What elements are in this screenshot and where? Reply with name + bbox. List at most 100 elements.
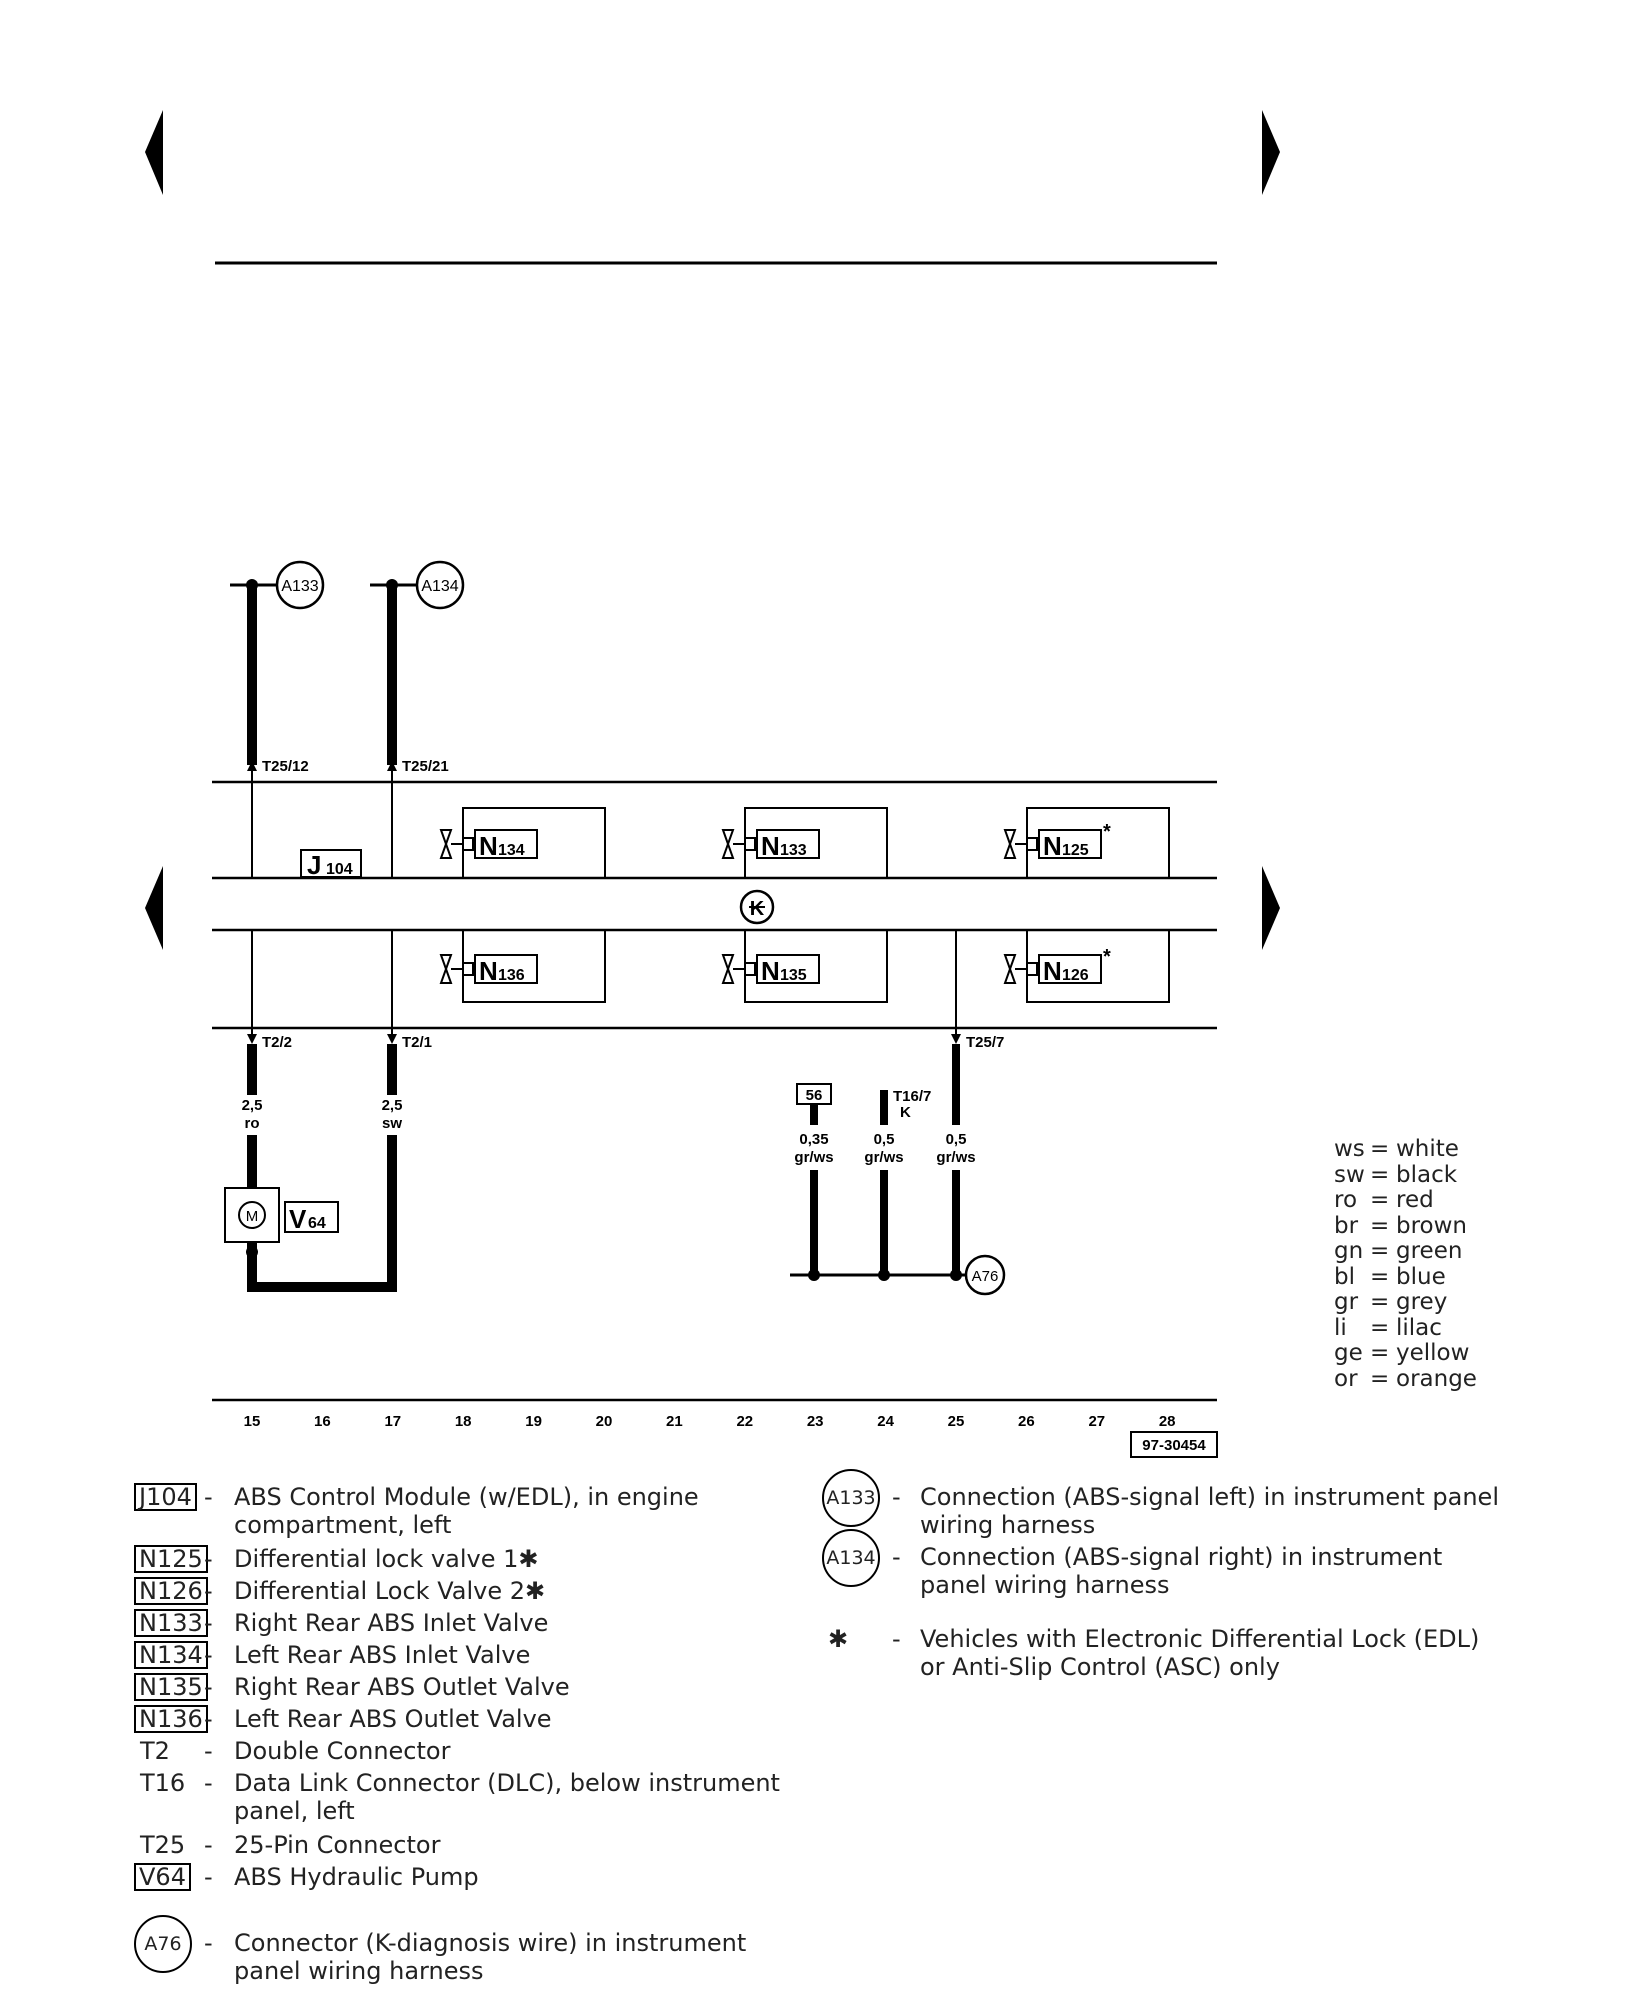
component-dash: -	[204, 1577, 213, 1605]
connection-dash: -	[892, 1625, 901, 1653]
component-item: N134-Left Rear ABS Inlet Valve	[134, 1641, 834, 1701]
v64-sub: 64	[308, 1215, 326, 1232]
n134-code: N	[479, 831, 498, 861]
connection-a133-label: A133	[281, 578, 318, 595]
column-number: 27	[1088, 1413, 1105, 1430]
component-item: T16-Data Link Connector (DLC), below ins…	[134, 1769, 834, 1829]
component-desc: Left Rear ABS Inlet Valve	[234, 1641, 531, 1669]
component-desc: Differential Lock Valve 2✱	[234, 1577, 546, 1605]
legend-abbr: br	[1334, 1212, 1359, 1239]
pin-t2-1: T2/1	[402, 1034, 432, 1051]
component-code: N135	[134, 1673, 208, 1701]
legend-name: red	[1396, 1187, 1434, 1213]
legend-name: brown	[1396, 1212, 1468, 1239]
legend-eq: =	[1370, 1314, 1390, 1341]
n133-sub: 133	[780, 842, 807, 859]
column-number: 17	[384, 1413, 401, 1430]
pin-t2-2: T2/2	[262, 1034, 292, 1051]
legend-name: yellow	[1396, 1340, 1470, 1366]
legend-eq: =	[1370, 1212, 1390, 1239]
component-desc: ABS Control Module (w/EDL), in engine co…	[234, 1483, 699, 1539]
connection-desc: Vehicles with Electronic Differential Lo…	[920, 1625, 1480, 1681]
legend-abbr: ge	[1334, 1340, 1363, 1366]
connection-list: A133-Connection (ABS-signal left) in ins…	[822, 1469, 1522, 1700]
wire-5-size: 0,5	[946, 1131, 967, 1148]
component-desc: Differential lock valve 1✱	[234, 1545, 539, 1573]
column-number: 28	[1159, 1413, 1176, 1430]
n125-star: *	[1103, 821, 1111, 843]
column-number: 24	[877, 1413, 894, 1430]
legend-row: ws=white	[1334, 1137, 1494, 1162]
component-code: N125	[134, 1545, 208, 1573]
wire-5-color: gr/ws	[936, 1149, 975, 1166]
legend-row: ge=yellow	[1334, 1341, 1494, 1366]
terminal-56-label: 56	[806, 1087, 823, 1104]
n134-sub: 134	[498, 842, 525, 859]
legend-row: br =brown	[1334, 1212, 1494, 1239]
next-page-arrow-top[interactable]	[1262, 110, 1280, 195]
component-item: N136-Left Rear ABS Outlet Valve	[134, 1705, 834, 1765]
wire-t2-1	[387, 930, 397, 1290]
column-number: 26	[1018, 1413, 1035, 1430]
component-dash: -	[204, 1831, 213, 1859]
component-item: A76-Connector (K-diagnosis wire) in inst…	[134, 1915, 834, 1989]
module-outline	[212, 780, 1217, 1030]
drawing-number: 97-30454	[1142, 1437, 1206, 1454]
wire-2-size: 2,5	[382, 1097, 403, 1114]
legend-row: gn=green	[1334, 1239, 1494, 1264]
component-dash: -	[204, 1863, 213, 1891]
valve-n126	[1003, 929, 1170, 1003]
legend-name: green	[1396, 1238, 1463, 1264]
component-desc: Double Connector	[234, 1737, 451, 1765]
component-code: N133	[134, 1609, 208, 1637]
valve-n134	[439, 807, 606, 879]
component-dash: -	[204, 1483, 213, 1511]
legend-row: ro=red	[1334, 1188, 1494, 1213]
legend-row: bl=blue	[1334, 1264, 1494, 1290]
component-desc: Left Rear ABS Outlet Valve	[234, 1705, 552, 1733]
prev-page-arrow-mid[interactable]	[145, 866, 163, 950]
legend-row: li=lilac	[1334, 1314, 1494, 1341]
component-item: T2-Double Connector	[134, 1737, 834, 1797]
component-item: V64-ABS Hydraulic Pump	[134, 1863, 834, 1923]
n125-code: N	[1043, 831, 1062, 861]
wire-1-color: ro	[245, 1115, 260, 1132]
pin-t25-21: T25/21	[402, 758, 449, 775]
legend-eq: =	[1370, 1365, 1390, 1392]
legend-abbr: ws	[1334, 1136, 1365, 1162]
next-page-arrow-mid[interactable]	[1262, 866, 1280, 950]
column-number: 20	[596, 1413, 613, 1430]
k-wires	[790, 930, 1006, 1296]
wire-4-color: gr/ws	[864, 1149, 903, 1166]
n136-code: N	[479, 956, 498, 986]
pin-t25-7: T25/7	[966, 1034, 1004, 1051]
legend-eq: =	[1370, 1289, 1390, 1315]
wire-1-size: 2,5	[242, 1097, 263, 1114]
connection-item: A133-Connection (ABS-signal left) in ins…	[822, 1469, 1522, 1543]
connection-code: ✱	[828, 1625, 849, 1653]
n126-star: *	[1103, 946, 1111, 968]
pump-v64	[224, 1187, 397, 1292]
n125-sub: 125	[1062, 842, 1089, 859]
prev-page-arrow-top[interactable]	[145, 110, 163, 195]
component-dash: -	[204, 1705, 213, 1733]
component-dash: -	[204, 1769, 213, 1797]
legend-name: grey	[1396, 1289, 1448, 1315]
component-desc: Connector (K-diagnosis wire) in instrume…	[234, 1929, 747, 1985]
wire-a133	[230, 560, 325, 878]
component-item: N126-Differential Lock Valve 2✱	[134, 1577, 834, 1637]
connection-dash: -	[892, 1543, 901, 1571]
component-item: N135-Right Rear ABS Outlet Valve	[134, 1673, 834, 1733]
motor-label: M	[246, 1208, 259, 1225]
legend-eq: =	[1370, 1161, 1390, 1188]
legend-abbr: li	[1334, 1314, 1347, 1341]
column-number: 22	[736, 1413, 753, 1430]
component-dash: -	[204, 1929, 213, 1957]
connection-code: A134	[822, 1529, 880, 1587]
connection-desc: Connection (ABS-signal left) in instrume…	[920, 1483, 1499, 1539]
component-code: A76	[134, 1915, 192, 1973]
connection-a134-symbol	[415, 560, 465, 610]
component-desc: ABS Hydraulic Pump	[234, 1863, 479, 1891]
